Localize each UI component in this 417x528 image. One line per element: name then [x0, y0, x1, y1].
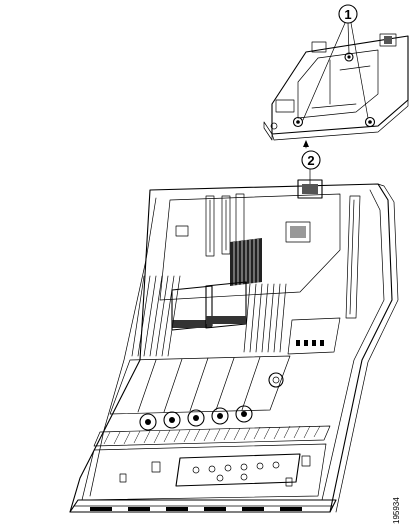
callout-1-leader — [350, 22, 369, 119]
fan-bay — [109, 355, 291, 415]
captive-screw-icon — [292, 116, 304, 128]
riser-bracket-lip — [263, 121, 273, 141]
battery-icon — [268, 372, 284, 388]
riser-connector-pins — [384, 36, 392, 44]
arrow-up-icon — [303, 140, 309, 147]
front-drive-cage — [81, 443, 327, 501]
motherboard — [159, 193, 341, 301]
figure-id-label: 195934 — [392, 497, 401, 524]
chip-icon — [285, 221, 311, 243]
midplane-vent — [93, 425, 331, 447]
cpu-heatsink — [171, 281, 247, 331]
power-distribution-board — [287, 317, 341, 355]
connector-pins — [296, 340, 324, 346]
left-rail — [89, 197, 157, 497]
riser-card-assembly — [263, 33, 409, 141]
riser-board-outline — [271, 35, 409, 135]
system-fans — [139, 405, 253, 431]
fan-icon — [163, 411, 181, 429]
fan-icon — [187, 409, 205, 427]
alignment-pin-icon — [270, 122, 278, 130]
callout-1-leader — [347, 22, 350, 54]
riser-slot-line — [339, 65, 371, 71]
riser-socket — [297, 179, 323, 199]
server-chassis — [69, 179, 399, 513]
cage-center-plate — [175, 453, 301, 487]
riser-slot-line — [311, 103, 357, 109]
riser-edge-connector — [275, 99, 295, 113]
side-slot — [345, 195, 361, 319]
riser-board-edge — [271, 99, 409, 141]
callout-2-circle — [301, 150, 321, 170]
heatsink-fins — [230, 238, 262, 286]
callout-1: 1 — [302, 4, 369, 121]
chip-icon — [175, 225, 189, 237]
figure-id-text: 195934 — [392, 497, 401, 524]
fan-icon — [139, 413, 157, 431]
fan-icon — [235, 405, 253, 423]
dimm-slots-left — [131, 275, 181, 357]
chassis-front-bezel — [69, 499, 337, 513]
chassis-side-wall — [335, 183, 399, 513]
callout-2-label: 2 — [307, 153, 314, 168]
callout-1-label: 1 — [344, 7, 351, 22]
riser-connector — [379, 33, 397, 47]
chassis-outline — [69, 183, 393, 513]
captive-screw-icon — [364, 116, 376, 128]
dimm-slots-right — [243, 283, 287, 353]
riser-connector — [311, 41, 327, 53]
right-rail — [321, 189, 385, 501]
callout-1-leader — [302, 22, 346, 121]
front-bezel-vents — [90, 507, 302, 511]
fan-icon — [211, 407, 229, 425]
